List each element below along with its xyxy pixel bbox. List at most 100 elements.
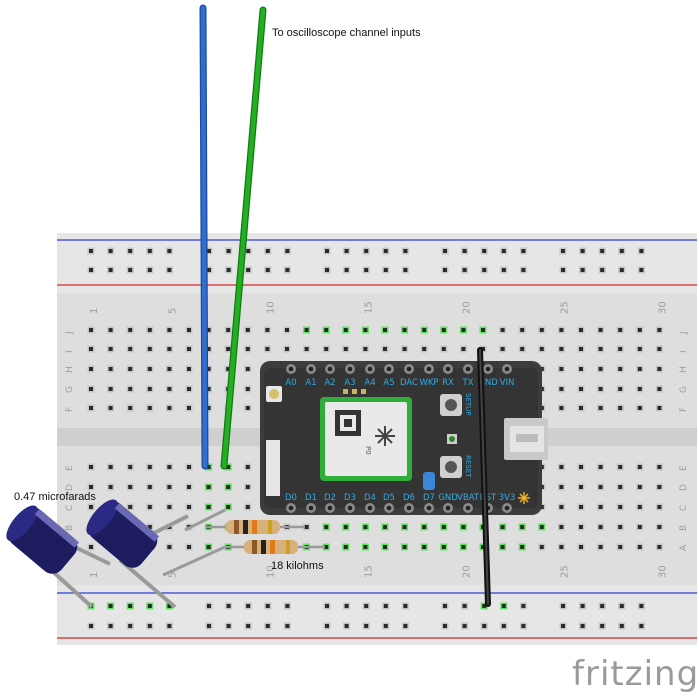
breadboard-hole-center: [598, 387, 603, 391]
breadboard-hole-center: [226, 367, 231, 371]
breadboard-hole-center: [147, 406, 152, 410]
column-number-top: 1: [89, 308, 100, 314]
breadboard-hole-center: [108, 485, 113, 489]
breadboard-hole-center: [481, 545, 485, 549]
breadboard-hole-center: [579, 465, 583, 469]
breadboard-hole-center: [304, 525, 309, 529]
row-letter-left: E: [65, 465, 75, 471]
breadboard-hole-center: [559, 367, 564, 371]
breadboard-hole-center: [500, 545, 505, 549]
rail-hole-center: [344, 268, 349, 272]
rail-hole-center: [403, 268, 408, 272]
top-pin-hole: [308, 366, 314, 372]
breadboard-hole-center: [637, 465, 642, 469]
breadboard-hole-center: [108, 367, 113, 371]
breadboard-hole-center: [147, 485, 152, 489]
rail-hole-center: [325, 249, 329, 253]
breadboard-hole-center: [539, 347, 544, 351]
breadboard-hole-center: [245, 347, 250, 351]
bottom-pin-label: GND: [438, 493, 458, 503]
bottom-pin-label: D0: [285, 493, 297, 503]
breadboard-hole-center: [441, 347, 446, 351]
breadboard-hole-center: [441, 545, 446, 549]
rail-hole-center: [383, 249, 388, 253]
rail-hole-center: [482, 249, 487, 253]
capacitor-2: [86, 499, 189, 609]
breadboard-hole-center: [579, 406, 583, 410]
rail-hole-center: [443, 268, 447, 272]
column-number-bottom: 30: [657, 565, 668, 578]
breadboard-hole-center: [89, 367, 93, 371]
breadboard-hole-center: [206, 406, 211, 410]
breadboard-hole-center: [128, 367, 133, 371]
rail-hole-center: [344, 249, 349, 253]
breadboard-hole-center: [598, 525, 603, 529]
rail-hole-center: [325, 268, 329, 272]
oscilloscope-annotation: To oscilloscope channel inputs: [272, 27, 421, 39]
bottom-pin-hole: [465, 505, 471, 511]
rail-hole-center: [226, 604, 231, 608]
bottom-pin-hole: [426, 505, 432, 511]
top-pin-hole: [445, 366, 451, 372]
bottom-pin-label: D5: [383, 493, 395, 503]
bottom-pin-hole: [386, 505, 392, 511]
breadboard-hole-center: [206, 347, 211, 351]
rail-hole-center: [89, 249, 93, 253]
breadboard-hole-center: [500, 347, 505, 351]
bottom-pin-label: D6: [403, 493, 415, 503]
rail-hole-center: [501, 268, 506, 272]
breadboard-hole-center: [598, 328, 603, 332]
breadboard-hole-center: [108, 328, 113, 332]
breadboard-hole-center: [167, 367, 172, 371]
breadboard-hole-center: [657, 465, 662, 469]
row-letter-left: I: [65, 350, 75, 353]
row-letter-left: H: [65, 366, 75, 373]
row-letter-right: F: [679, 407, 689, 412]
rail-hole-center: [246, 249, 251, 253]
column-number-bottom: 15: [363, 565, 374, 578]
breadboard-hole-center: [187, 347, 191, 351]
breadboard-hole-center: [245, 505, 250, 509]
top-pin-label: VIN: [500, 378, 515, 388]
reset-button-label: RESET: [464, 455, 472, 478]
rail-hole-center: [561, 604, 565, 608]
rail-hole-center: [207, 268, 211, 272]
breadboard-hole-center: [245, 367, 250, 371]
rail-hole-center: [482, 268, 487, 272]
rail-hole-center: [443, 604, 447, 608]
breadboard-hole-center: [304, 347, 309, 351]
rail-hole-center: [403, 249, 408, 253]
rail-hole-center: [561, 624, 565, 628]
breadboard-hole-center: [461, 328, 466, 332]
breadboard-hole-center: [618, 465, 623, 469]
breadboard-hole-center: [539, 367, 544, 371]
breadboard-hole-center: [147, 465, 152, 469]
breadboard-hole-center: [461, 525, 466, 529]
breadboard-hole-center: [167, 328, 172, 332]
breadboard-hole-center: [481, 328, 485, 332]
breadboard-hole-center: [618, 367, 623, 371]
rail-hole-center: [128, 268, 133, 272]
rail-hole-center: [580, 624, 585, 628]
rail-hole-center: [521, 268, 526, 272]
top-pin-label: A2: [324, 378, 335, 388]
top-pin-label: A5: [383, 378, 394, 388]
breadboard-hole-center: [285, 328, 289, 332]
bottom-pin-hole: [327, 505, 333, 511]
header-pads: [343, 389, 366, 394]
breadboard-hole-center: [637, 328, 642, 332]
rail-hole-center: [383, 624, 388, 628]
breadboard-hole-center: [108, 387, 113, 391]
rail-hole-center: [501, 249, 506, 253]
rail-hole-center: [639, 604, 644, 608]
capacitor-1: [6, 505, 111, 609]
breadboard-hole-center: [89, 545, 93, 549]
breadboard-hole-center: [618, 328, 623, 332]
rail-hole-center: [364, 268, 369, 272]
rail-hole-center: [462, 268, 467, 272]
breadboard-hole-center: [657, 505, 662, 509]
resistor-annotation: 18 kilohms: [271, 560, 324, 572]
top-pin-label: WKP: [419, 378, 438, 388]
breadboard-hole-center: [422, 347, 427, 351]
breadboard-hole-center: [657, 328, 662, 332]
